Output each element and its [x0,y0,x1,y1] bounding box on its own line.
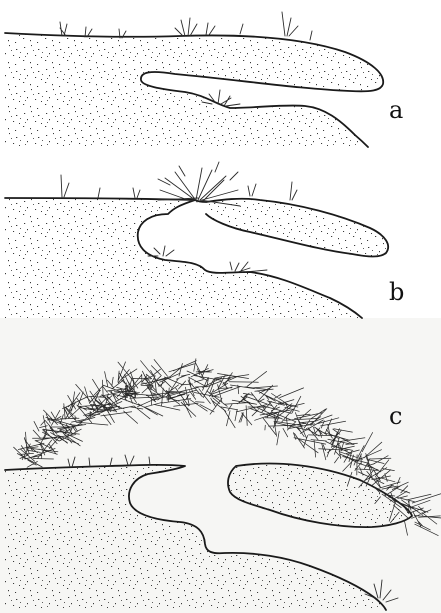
panel-label-c: c [389,404,402,428]
panel-b [0,160,441,320]
panel-label-b: b [389,280,404,304]
panel-a-soil-stipple [0,0,441,160]
panel-label-a: a [389,98,403,122]
panel-a [0,0,441,160]
